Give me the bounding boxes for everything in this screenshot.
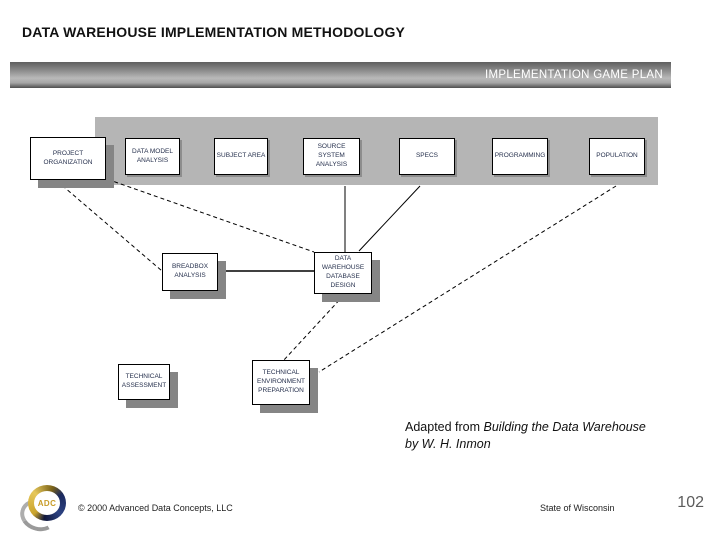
section-banner: IMPLEMENTATION GAME PLAN bbox=[10, 62, 671, 88]
box-technical-assessment: TECHNICAL ASSESSMENT bbox=[118, 364, 170, 400]
logo-ring-icon: ADC bbox=[28, 485, 66, 521]
box-label: DATA WAREHOUSE DATABASE DESIGN bbox=[321, 255, 365, 289]
box-subject-area: SUBJECT AREA bbox=[214, 138, 268, 175]
box-programming: PROGRAMMING bbox=[492, 138, 548, 175]
box-population: POPULATION bbox=[589, 138, 645, 175]
logo-text: ADC bbox=[34, 491, 60, 515]
box-label: PROJECT ORGANIZATION bbox=[43, 149, 93, 166]
box-data-model-analysis: DATA MODEL ANALYSIS bbox=[125, 138, 180, 175]
box-data-warehouse-database-design: DATA WAREHOUSE DATABASE DESIGN bbox=[314, 252, 372, 294]
attribution-book-title: Building the Data Warehouse bbox=[483, 420, 646, 434]
phase-band bbox=[95, 117, 658, 185]
box-label: DATA MODEL ANALYSIS bbox=[132, 147, 173, 164]
attribution: Adapted from Building the Data Warehouse… bbox=[405, 419, 646, 453]
box-label: BREADBOX ANALYSIS bbox=[171, 263, 209, 279]
box-label: POPULATION bbox=[596, 152, 638, 160]
attribution-author: by W. H. Inmon bbox=[405, 437, 491, 451]
footer-organization: State of Wisconsin bbox=[540, 503, 615, 513]
box-source-system-analysis: SOURCE SYSTEM ANALYSIS bbox=[303, 138, 360, 175]
page-title: DATA WAREHOUSE IMPLEMENTATION METHODOLOG… bbox=[22, 24, 406, 40]
box-label: SOURCE SYSTEM ANALYSIS bbox=[315, 143, 348, 168]
box-label: SPECS bbox=[415, 152, 439, 160]
box-label: TECHNICAL ENVIRONMENT PREPARATION bbox=[256, 369, 306, 394]
box-label: PROGRAMMING bbox=[494, 152, 546, 160]
attribution-prefix: Adapted from bbox=[405, 420, 484, 434]
box-breadbox-analysis: BREADBOX ANALYSIS bbox=[162, 253, 218, 291]
adc-logo: ADC bbox=[16, 483, 72, 536]
footer-copyright: © 2000 Advanced Data Concepts, LLC bbox=[78, 503, 233, 513]
box-specs: SPECS bbox=[399, 138, 455, 175]
section-banner-label: IMPLEMENTATION GAME PLAN bbox=[484, 69, 663, 81]
box-label: TECHNICAL ASSESSMENT bbox=[121, 373, 167, 389]
box-project-organization: PROJECT ORGANIZATION bbox=[30, 137, 106, 180]
box-label: SUBJECT AREA bbox=[216, 152, 266, 160]
page-number: 102 bbox=[677, 494, 704, 511]
box-technical-environment-preparation: TECHNICAL ENVIRONMENT PREPARATION bbox=[252, 360, 310, 405]
